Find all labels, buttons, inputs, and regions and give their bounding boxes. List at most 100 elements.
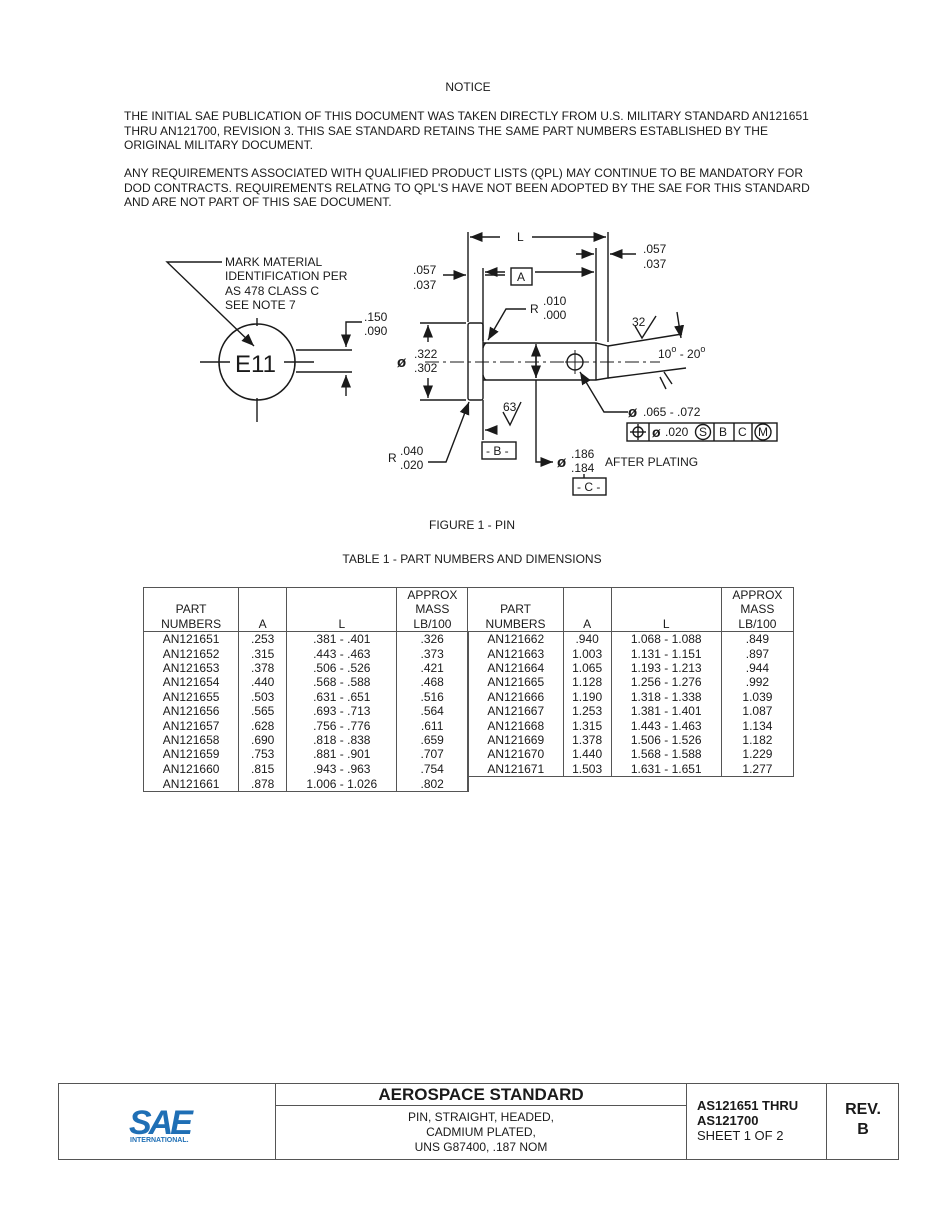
table-cell: AN121663 — [466, 646, 564, 662]
radius-small-r: R — [530, 302, 539, 316]
shank-diam-hi: .186 — [571, 447, 595, 461]
table-cell: .468 — [396, 675, 469, 690]
table-cell: .565 — [238, 704, 288, 719]
table-cell: .378 — [238, 661, 288, 676]
header-l: L — [286, 586, 398, 633]
hole-diam: .065 - .072 — [643, 405, 701, 419]
table-cell: .628 — [238, 718, 288, 734]
table-cell: .315 — [238, 646, 288, 662]
head-diam-lo: .302 — [414, 361, 438, 375]
table-cell: .849 — [720, 631, 795, 647]
table-cell: 1.068 - 1.088 — [610, 631, 722, 647]
mark-note-line-2: IDENTIFICATION PER — [225, 269, 348, 283]
dim-a: A — [517, 270, 525, 284]
finish-32: 32 — [632, 315, 646, 329]
fcf-tolerance: .020 — [665, 425, 689, 439]
doc-number-line-2: AS121700 — [697, 1113, 759, 1128]
table-cell: AN121651 — [142, 631, 240, 647]
svg-text:INTERNATIONAL.: INTERNATIONAL. — [130, 1137, 189, 1144]
hole-diam-symbol: ø — [628, 404, 638, 421]
finish-63: 63 — [503, 400, 517, 414]
table-cell: 1.381 - 1.401 — [610, 704, 722, 719]
table-cell: 1.190 — [562, 689, 612, 705]
table-cell: .253 — [238, 631, 288, 647]
fcf-datum-c: C — [738, 425, 747, 439]
table-cell: .631 - .651 — [286, 689, 398, 705]
table-cell: .943 - .963 — [286, 761, 398, 777]
document-description: PIN, STRAIGHT, HEADED, CADMIUM PLATED, U… — [407, 1110, 555, 1154]
doc-number-line-1: AS121651 THRU — [697, 1098, 799, 1113]
table-cell: 1.087 — [720, 704, 795, 719]
table-cell: 1.277 — [720, 761, 795, 778]
table-cell: 1.065 — [562, 661, 612, 676]
header-a: A — [238, 586, 288, 633]
table-cell: AN121658 — [142, 733, 240, 748]
dim-a-box — [510, 267, 533, 286]
table-cell: .802 — [396, 776, 469, 793]
table-cell: .881 - .901 — [286, 747, 398, 762]
notice-paragraph-2: ANY REQUIREMENTS ASSOCIATED WITH QUALIFI… — [124, 166, 810, 210]
end-chamfer-lo: .037 — [643, 257, 667, 271]
title-block: SAE INTERNATIONAL. AEROSPACE STANDARD PI… — [58, 1083, 899, 1160]
table-cell: AN121662 — [466, 631, 564, 647]
table-cell: .568 - .588 — [286, 675, 398, 690]
table-cell: .503 — [238, 689, 288, 705]
table-cell: 1.134 — [720, 718, 795, 734]
table-cell: AN121659 — [142, 747, 240, 762]
end-chamfer-hi: .057 — [643, 242, 667, 256]
table-cell: 1.253 — [562, 704, 612, 719]
notice-title: NOTICE — [445, 80, 491, 94]
table-cell: AN121664 — [466, 661, 564, 676]
table-cell: 1.039 — [720, 689, 795, 705]
head-thick-lo: .037 — [413, 278, 437, 292]
table-cell: AN121670 — [466, 747, 564, 762]
mark-height-hi: .150 — [364, 310, 388, 324]
radius-large-hi: .040 — [400, 444, 424, 458]
table-cell: AN121667 — [466, 704, 564, 719]
radius-large-r: R — [388, 451, 397, 465]
title-cell: AEROSPACE STANDARD PIN, STRAIGHT, HEADED… — [276, 1084, 687, 1159]
table-cell: .693 - .713 — [286, 704, 398, 719]
head-diam-symbol: ø — [397, 354, 407, 371]
table-cell: 1.440 — [562, 747, 612, 762]
figure-caption: FIGURE 1 - PIN — [428, 518, 515, 532]
revision-cell: REV. B — [828, 1084, 898, 1159]
radius-small-lo: .000 — [543, 308, 567, 322]
table-cell: .381 - .401 — [286, 631, 398, 647]
table-cell: 1.315 — [562, 718, 612, 734]
table-cell: .878 — [238, 776, 288, 793]
chamfer-angle: 10o - 20o — [658, 344, 705, 361]
table-cell — [721, 777, 793, 792]
table-cell: 1.443 - 1.463 — [610, 718, 722, 734]
table-cell: AN121653 — [142, 661, 240, 676]
table-cell: AN121654 — [142, 675, 240, 690]
table-cell: AN121666 — [466, 689, 564, 705]
svg-text:SAE: SAE — [129, 1104, 194, 1142]
table-cell: .373 — [396, 646, 469, 662]
datum-c-box — [572, 477, 607, 496]
datum-b-box — [481, 441, 517, 460]
table-cell: AN121665 — [466, 675, 564, 690]
table-cell: .707 — [396, 747, 469, 762]
table-cell: AN121652 — [142, 646, 240, 662]
table-cell: 1.631 - 1.651 — [610, 761, 722, 778]
table-cell: .756 - .776 — [286, 718, 398, 734]
table-cell: AN121661 — [142, 776, 240, 793]
sae-logo: SAE INTERNATIONAL. — [129, 1104, 197, 1144]
table-cell: .690 — [238, 733, 288, 748]
head-diam-hi: .322 — [414, 347, 438, 361]
pin-drawing: E11 MARK MATERIAL IDENTIFICATION PER AS … — [165, 230, 778, 496]
head-end-view: E11 MARK MATERIAL IDENTIFICATION PER AS … — [165, 255, 388, 422]
table-cell: 1.128 — [562, 675, 612, 690]
